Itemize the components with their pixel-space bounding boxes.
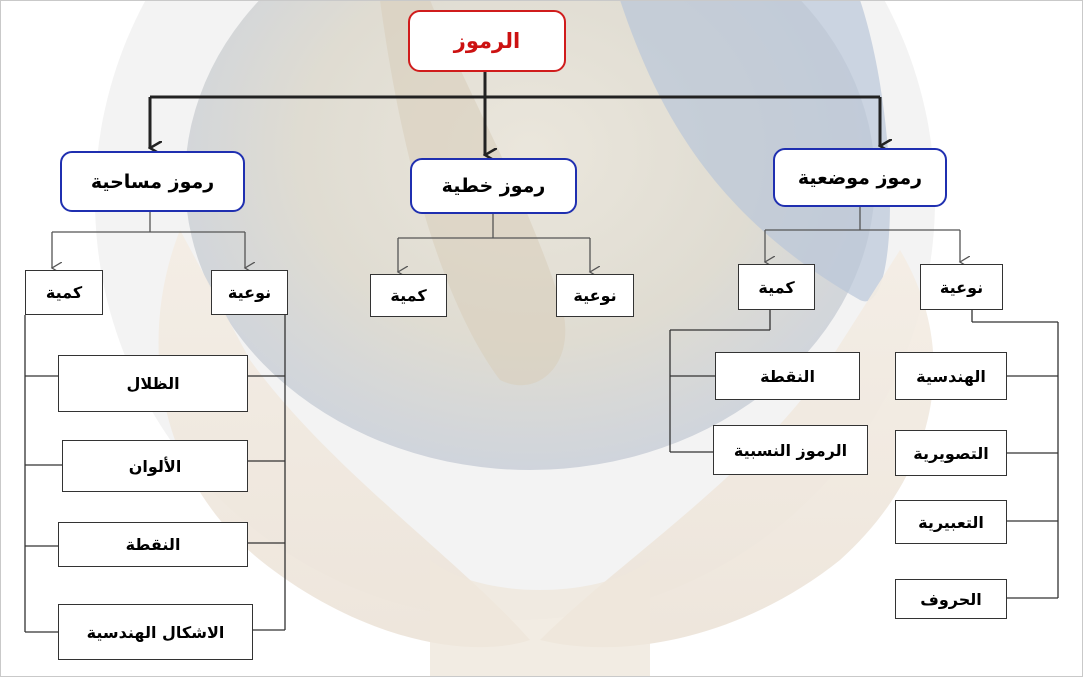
positional-item-geometric: الهندسية: [895, 352, 1007, 400]
areal-item-shadows: الظلال: [58, 355, 248, 412]
category-positional-label: رموز موضعية: [797, 166, 923, 189]
areal-quantitative-node: كمية: [25, 270, 103, 315]
category-areal: رموز مساحية: [60, 151, 245, 212]
positional-item-pictorial: التصويرية: [895, 430, 1007, 476]
category-linear: رموز خطية: [410, 158, 577, 214]
category-positional: رموز موضعية: [773, 148, 947, 207]
areal-qualitative-node: نوعية: [211, 270, 288, 315]
category-areal-label: رموز مساحية: [90, 170, 215, 193]
root-label: الرموز: [453, 29, 521, 53]
positional-item-relative-symbols: الرموز النسبية: [713, 425, 868, 475]
positional-quantitative-node: كمية: [738, 264, 815, 310]
positional-item-expressive: التعبيرية: [895, 500, 1007, 544]
areal-item-geometric-shapes: الاشكال الهندسية: [58, 604, 253, 660]
root-node: الرموز: [408, 10, 566, 72]
areal-item-colors: الألوان: [62, 440, 248, 492]
positional-item-letters: الحروف: [895, 579, 1007, 619]
areal-item-point: النقطة: [58, 522, 248, 567]
category-linear-label: رموز خطية: [441, 175, 546, 197]
linear-quantitative-node: كمية: [370, 274, 447, 317]
linear-qualitative-node: نوعية: [556, 274, 634, 317]
positional-item-point: النقطة: [715, 352, 860, 400]
positional-qualitative-node: نوعية: [920, 264, 1003, 310]
